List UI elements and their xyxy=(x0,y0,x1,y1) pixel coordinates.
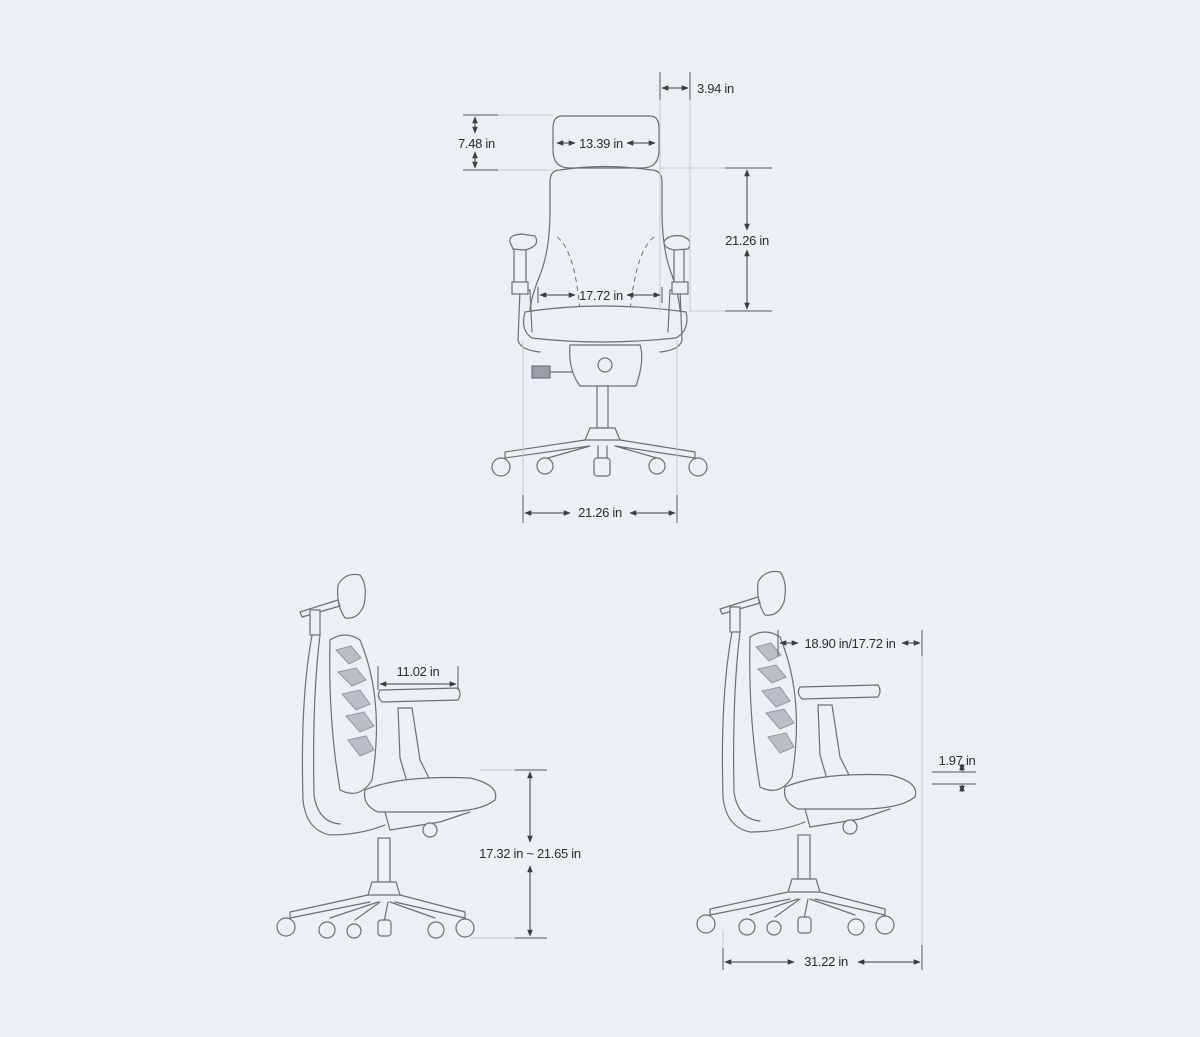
dim-backrest-width: 17.72 in xyxy=(537,287,663,303)
front-casters xyxy=(491,457,708,477)
dim-seat-depth: 18.90 in/17.72 in xyxy=(777,630,923,945)
dim-headrest-height: 7.48 in xyxy=(458,114,553,171)
dim-base-width: 21.26 in xyxy=(522,340,678,523)
front-view-chair xyxy=(491,115,708,477)
label-seat-depth-adjust: 1.97 in xyxy=(939,753,976,768)
label-seat-height: 17.32 in ~ 21.65 in xyxy=(479,846,581,861)
label-backrest-width: 17.72 in xyxy=(579,288,623,303)
dim-armrest-length: 11.02 in xyxy=(377,664,459,690)
label-headrest-width: 13.39 in xyxy=(579,136,623,151)
label-headrest-height: 7.48 in xyxy=(458,136,495,151)
label-backrest-height: 21.26 in xyxy=(725,233,769,248)
label-base-depth: 31.22 in xyxy=(804,954,848,969)
side-view-right-chair xyxy=(696,570,917,936)
dim-base-depth: 31.22 in xyxy=(722,930,923,970)
side-view-left-chair xyxy=(276,573,497,939)
dim-headrest-width: 13.39 in xyxy=(556,136,656,151)
label-headrest-offset: 3.94 in xyxy=(697,81,734,96)
dim-seat-height: 17.32 in ~ 21.65 in xyxy=(470,769,581,939)
label-base-width: 21.26 in xyxy=(578,505,622,520)
dim-backrest-height: 21.26 in xyxy=(660,167,772,312)
dim-seat-depth-adjust: 1.97 in xyxy=(932,753,976,793)
label-seat-depth: 18.90 in/17.72 in xyxy=(804,636,895,651)
label-armrest-length: 11.02 in xyxy=(397,664,440,679)
dim-headrest-offset: 3.94 in xyxy=(659,72,734,312)
